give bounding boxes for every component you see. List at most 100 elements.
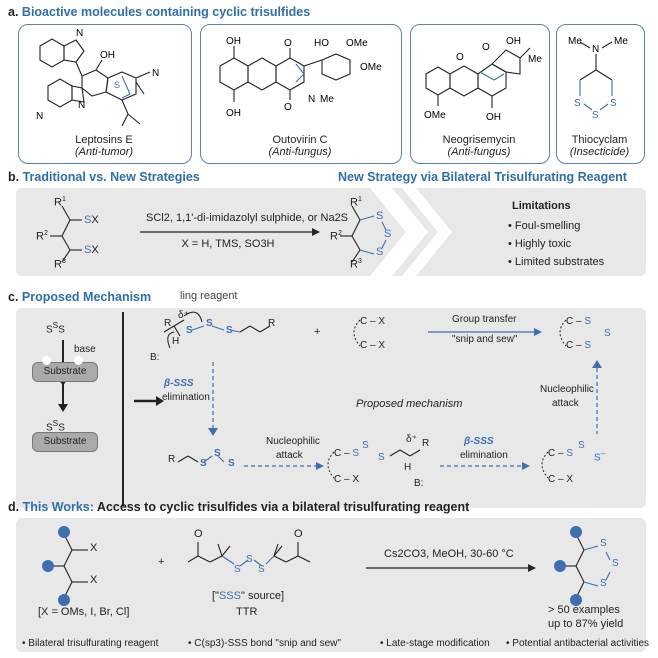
base-label: base	[74, 344, 96, 355]
section-letter: a.	[8, 5, 19, 19]
attack-label: attack	[552, 398, 579, 409]
neogrisemycin-structure: O O OH Me OMe OH	[424, 36, 542, 123]
atom-label: OH	[486, 112, 501, 123]
divider-line	[122, 312, 124, 506]
section-c-title: c. Proposed Mechanism	[8, 290, 151, 304]
r2-label: R2	[36, 230, 48, 243]
chevron-divider	[370, 188, 452, 276]
sulfur-label: S	[376, 246, 384, 258]
sulfur-label: S	[384, 228, 392, 240]
thiol-fragment-structure	[177, 455, 225, 463]
atom-label: N	[592, 44, 599, 55]
outovirin-structure: OH OH O O N Me HO OMe OMe	[219, 36, 382, 119]
section-title-text: Bioactive molecules containing cyclic tr…	[21, 5, 311, 19]
sulfur-label: S–	[594, 448, 606, 464]
feature-bullet: • C(sp3)-SSS bond "snip and sew"	[188, 638, 341, 649]
tether-arc	[541, 451, 549, 479]
dashed-up-arrow	[592, 360, 602, 434]
sulfur-label: S	[226, 325, 233, 336]
substrate-scaffold-structure	[42, 526, 88, 606]
atom-label: N	[78, 100, 85, 111]
delta-label: δ⁺	[406, 434, 417, 445]
sulfur-label: S	[610, 98, 617, 109]
elimination-label: elimination	[460, 450, 508, 461]
cs-label: C – S	[566, 316, 592, 327]
ttr-structure	[187, 542, 311, 567]
node-dot	[42, 356, 51, 365]
sulfur-label: S	[258, 564, 265, 575]
molecule-activity: (Insecticide)	[569, 146, 630, 158]
sulfur-label: S	[186, 325, 193, 336]
x-definition: [X = OMs, I, Br, Cl]	[38, 606, 130, 618]
substituent-node	[570, 526, 582, 538]
feature-bullet: • Potential antibacterial activities	[506, 638, 650, 649]
section-b-title: b. Traditional vs. New Strategies	[8, 170, 200, 184]
leptosins-structure: N OH N N N S	[36, 28, 159, 127]
molecule-activity: (Anti-fungus)	[268, 146, 332, 158]
tether-arc	[327, 451, 335, 479]
reagents-line2: X = H, TMS, SO3H	[181, 238, 275, 250]
section-b-new-title: New Strategy via Bilateral Trisulfuratin…	[338, 170, 627, 184]
s3-label: SSS	[46, 320, 65, 336]
reaction-arrow	[140, 228, 320, 236]
tether-arc	[353, 319, 361, 347]
dashed-right-arrow	[244, 462, 324, 470]
molecule-box-neogrisemycin	[410, 24, 550, 164]
atom-label: OMe	[346, 38, 368, 49]
atom-label: O	[456, 52, 464, 63]
cyclic-trisulfide-product-structure	[554, 526, 611, 606]
molecule-box-leptosins	[18, 24, 192, 164]
atom-label: OH	[506, 36, 521, 47]
trisulfide-product-structure	[340, 205, 387, 263]
nucleophilic-label: Nucleophilic	[540, 384, 594, 395]
r1-label: R1	[350, 196, 362, 209]
plus-sign: +	[158, 556, 165, 568]
reagent-structure	[163, 311, 271, 349]
section-letter: c.	[8, 290, 19, 304]
substituent-node	[554, 560, 566, 572]
down-arrow	[58, 382, 68, 412]
atom-label: Me	[614, 36, 628, 47]
molecule-caption: Leptosins E (Anti-tumor)	[18, 134, 190, 158]
sulfur-label: S	[604, 328, 611, 339]
sulfur-label: S	[214, 448, 221, 459]
atom-label: Me	[568, 36, 582, 47]
atom-label: N	[36, 111, 43, 122]
proposed-mechanism-label: Proposed mechanism	[356, 398, 463, 410]
conditions-label: Cs2CO3, MeOH, 30-60 °C	[384, 548, 514, 560]
cs-label: C – S	[334, 448, 360, 459]
atom-label: S	[114, 80, 120, 90]
oxygen-label: O	[294, 528, 303, 540]
substituent-node	[58, 526, 70, 538]
atom-label: HO	[314, 38, 329, 49]
section-title-text: Access to cyclic trisulfides via a bilat…	[96, 500, 470, 514]
sulfur-label: S	[578, 440, 585, 451]
r3-label: R3	[54, 258, 66, 271]
group-transfer-arrow	[428, 328, 542, 336]
nucleophilic-label: Nucleophilic	[266, 436, 320, 447]
molecule-name: Outovirin C	[272, 134, 328, 146]
atom-label: N	[152, 68, 159, 79]
section-letter: d.	[8, 500, 20, 514]
dithiol-structure	[50, 205, 82, 263]
molecule-activity: (Anti-tumor)	[74, 146, 134, 158]
atom-label: OMe	[360, 62, 382, 73]
atom-label: N	[76, 28, 83, 39]
feature-bullet: • Bilateral trisulfurating reagent	[22, 638, 159, 649]
sulfur-label: S	[574, 98, 581, 109]
strategy-panel	[16, 188, 646, 276]
sulfur-label: S	[206, 318, 213, 329]
sulfur-label: S	[200, 458, 207, 469]
sulfur-label: S	[612, 558, 619, 569]
sulfur-label: S	[376, 210, 384, 222]
snip-and-sew-label: "snip and sew"	[452, 334, 518, 345]
feature-bullet: • Late-stage modification	[380, 638, 490, 649]
atom-label: Me	[528, 54, 542, 65]
molecule-name: Leptosins E	[75, 134, 133, 146]
tether-arc	[559, 319, 567, 347]
attack-label: attack	[276, 450, 303, 461]
molecule-caption: Neogrisemycin (Anti-fungus)	[410, 134, 548, 158]
cx-label: C – X	[360, 316, 386, 327]
base-b-label: B:	[414, 478, 424, 489]
sulfur-label: S	[362, 440, 369, 451]
